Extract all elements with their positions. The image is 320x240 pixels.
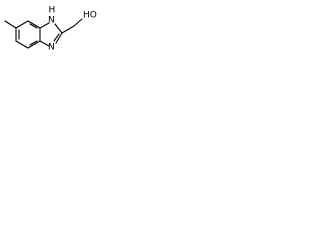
chemical-structure: H N N HO — [4, 6, 97, 53]
ring-double-bond — [29, 40, 38, 46]
ring-bond — [15, 20, 29, 29]
nh-nitrogen-label: N — [48, 16, 55, 26]
imidazole-double-bond — [53, 33, 60, 42]
nh-hydrogen-label: H — [49, 6, 56, 16]
imidazole-bond — [55, 32, 63, 44]
methyl-bond — [4, 20, 17, 29]
imidazole-bond — [54, 23, 63, 34]
side-chain-bond — [73, 18, 83, 27]
ring-double-bond — [29, 23, 38, 29]
hydroxyl-label: HO — [83, 11, 97, 21]
imidazole-bond — [39, 22, 50, 29]
side-chain-bond — [61, 25, 75, 34]
ring-bond — [27, 40, 41, 49]
ring-bond — [15, 40, 29, 49]
ring-bond — [27, 20, 41, 29]
imine-nitrogen-label: N — [48, 43, 55, 53]
imidazole-bond — [39, 40, 50, 47]
